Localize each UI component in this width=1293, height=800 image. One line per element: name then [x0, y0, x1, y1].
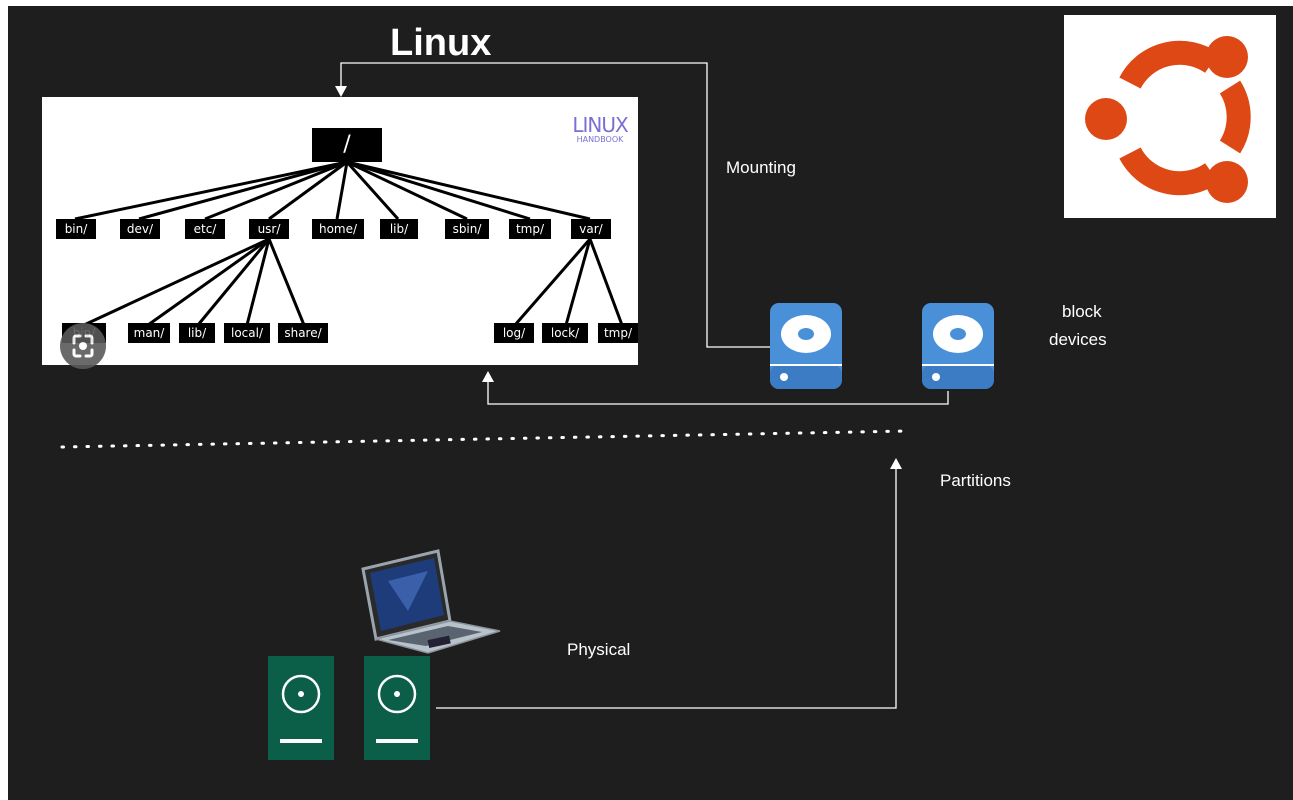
partitions-label: Partitions	[940, 471, 1011, 490]
diagram-canvas: Linux /	[8, 6, 1293, 800]
block-to-tree-connector	[487, 378, 949, 405]
dir-bin: bin/	[56, 219, 96, 239]
logo-line2: HANDBOOK	[576, 135, 624, 144]
physical-connector	[436, 466, 897, 709]
dir-etc: etc/	[185, 219, 225, 239]
laptop-icon	[361, 549, 501, 654]
dir-dev: dev/	[120, 219, 160, 239]
partitions-arrowhead	[890, 458, 902, 469]
mounting-arrowhead	[335, 86, 347, 97]
google-lens-icon	[72, 334, 94, 358]
dir-usr-lib: lib/	[179, 323, 215, 343]
dir-var: var/	[571, 219, 611, 239]
diagram-title: Linux	[390, 22, 492, 64]
google-lens-button[interactable]	[60, 323, 106, 369]
ubuntu-logo	[1085, 36, 1251, 203]
hard-drive-icon	[770, 303, 842, 389]
dir-tmp: tmp/	[509, 219, 551, 239]
filesystem-tree-image: / bin/ dev/ etc/ usr/ home/ lib/ sbin/ t…	[42, 97, 638, 369]
mounting-connector	[340, 62, 770, 348]
dir-lib: lib/	[380, 219, 418, 239]
dir-var-tmp: tmp/	[598, 323, 638, 343]
block-to-tree-arrowhead	[482, 371, 494, 382]
root-directory: /	[312, 128, 382, 162]
physical-label: Physical	[567, 640, 631, 659]
dir-usr-local: local/	[224, 323, 270, 343]
block-devices-label-line1: block	[1062, 302, 1102, 321]
dir-usr-man: man/	[128, 323, 170, 343]
disk-icon	[364, 656, 430, 760]
hard-drive-icon	[922, 303, 994, 389]
disk-icon	[268, 656, 334, 760]
connector-layer	[60, 62, 994, 760]
ubuntu-logo-panel	[1064, 15, 1276, 218]
mounting-label: Mounting	[726, 158, 796, 177]
block-devices-label-line2: devices	[1049, 330, 1107, 349]
dir-sbin: sbin/	[445, 219, 489, 239]
tree-connectors	[74, 160, 624, 327]
dir-usr-share: share/	[278, 323, 328, 343]
logo-line1: LINUX	[572, 113, 628, 137]
dir-var-lock: lock/	[542, 323, 588, 343]
dir-var-log: log/	[494, 323, 534, 343]
dotted-separator	[60, 429, 910, 449]
dir-home: home/	[312, 219, 364, 239]
dir-usr: usr/	[249, 219, 289, 239]
linux-handbook-logo: LINUX HANDBOOK	[570, 115, 630, 145]
